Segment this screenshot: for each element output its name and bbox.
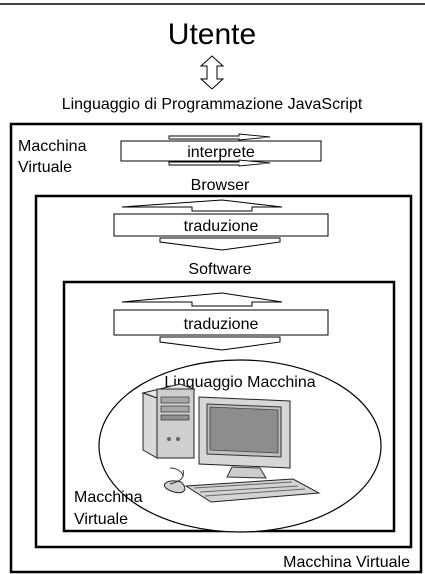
interpreter-transfer: interprete bbox=[120, 133, 322, 167]
upward-chevron-icon bbox=[121, 199, 283, 212]
interpreter-box bbox=[120, 140, 322, 162]
upper-arrow-icon bbox=[168, 133, 271, 141]
software-label: Software bbox=[188, 261, 251, 278]
user-title: Utente bbox=[168, 18, 256, 51]
upward-chevron-icon-2 bbox=[121, 292, 283, 307]
outer-vm-label-line-1: Macchina bbox=[18, 138, 87, 155]
translation-transfer-1: traduzione bbox=[113, 199, 329, 251]
inner-vm-label-line-1: Macchina bbox=[74, 489, 143, 506]
inner-vm-label-line-2: Virtuale bbox=[74, 511, 128, 528]
outer-virtual-machine-frame bbox=[9, 122, 423, 574]
browser-frame bbox=[34, 194, 413, 549]
interpreter-label: interprete bbox=[187, 144, 255, 161]
keyboard-icon bbox=[184, 478, 321, 503]
translation-label-1: traduzione bbox=[184, 218, 259, 235]
translation-transfer-2: traduzione bbox=[113, 292, 329, 351]
browser-label: Browser bbox=[191, 177, 250, 194]
translation-box-2 bbox=[113, 309, 329, 336]
downward-chevron-icon bbox=[159, 237, 281, 251]
lower-arrow-icon bbox=[168, 159, 271, 167]
outer-vm-label-line-2: Virtuale bbox=[18, 159, 72, 176]
programming-language-label: Linguaggio di Programmazione JavaScript bbox=[62, 96, 363, 113]
machine-language-label: Linguaggio Macchina bbox=[164, 374, 315, 391]
translation-label-2: traduzione bbox=[184, 316, 259, 333]
downward-chevron-icon-2 bbox=[159, 336, 281, 351]
translation-box-1 bbox=[113, 213, 329, 237]
bottom-vm-label: Macchina Virtuale bbox=[283, 554, 410, 571]
double-arrow-icon bbox=[199, 55, 225, 90]
computer-tower-icon bbox=[141, 383, 196, 459]
monitor-icon bbox=[198, 396, 291, 479]
mouse-icon bbox=[163, 467, 186, 494]
